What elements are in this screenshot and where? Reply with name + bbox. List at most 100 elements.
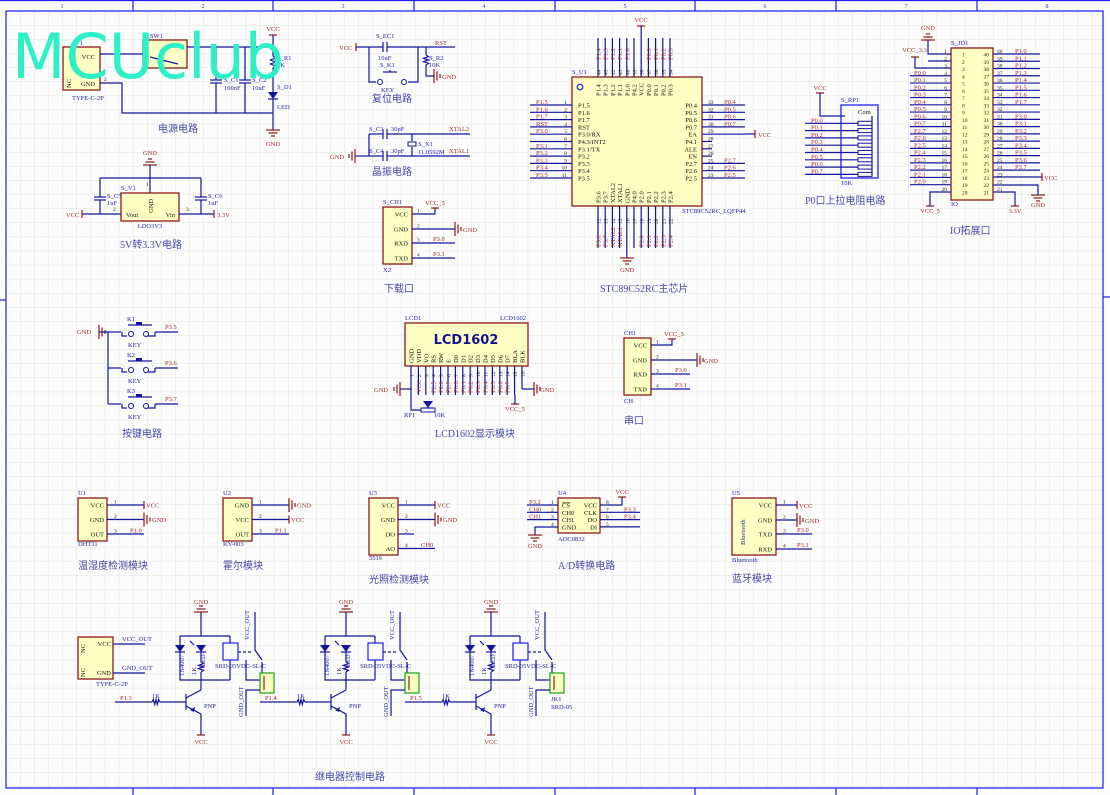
pin-name: P1.6: [578, 110, 590, 117]
pin-number: 2: [417, 224, 420, 230]
net-label: VCC: [416, 380, 423, 393]
pin-number: 8: [461, 374, 467, 377]
net-label: P1.1: [275, 528, 287, 535]
net-label: P1.1: [1015, 55, 1027, 62]
pin-name: P4.3/INT2: [578, 139, 606, 146]
net-label: P0.4: [724, 99, 736, 106]
led-label: LED: [490, 654, 497, 667]
resistor-icon: [151, 697, 161, 707]
flyback-diode-icon: [320, 645, 330, 652]
resistor-icon: [857, 164, 873, 170]
pin-number: 7: [606, 507, 609, 513]
net-label: P0.6: [914, 113, 926, 120]
pin-number: 15: [962, 154, 968, 160]
relay-part-label: SRD-05VDC-SL-C: [215, 663, 266, 670]
net-label: P2.7: [724, 157, 736, 164]
pin-name: BLA: [512, 350, 519, 363]
pin-name: DO: [588, 517, 598, 524]
net-label: P2.5: [431, 381, 438, 393]
net-label: P2.2: [653, 235, 660, 247]
pnp-arrow-icon: [190, 707, 195, 712]
net-label: P3.6: [165, 360, 177, 367]
pin-number: 4: [656, 384, 659, 390]
pin-number: 23: [984, 176, 990, 182]
resistor-icon: [857, 142, 873, 148]
label: KEY: [128, 378, 142, 385]
net-label: P1.0: [130, 528, 142, 535]
label: RP1: [404, 412, 415, 419]
pin-name: TXD: [395, 256, 409, 263]
pin-number: 20: [654, 218, 660, 224]
pin-number: 3: [259, 529, 262, 535]
resistor-icon: [441, 697, 451, 707]
net-label: P3.2: [536, 150, 548, 157]
gnd-port: GND: [540, 387, 554, 394]
pin-name: D2: [468, 355, 475, 363]
pin-number: 18: [962, 176, 968, 182]
vcc-port: VCC: [291, 517, 304, 524]
ldo-part: LDO3V3: [138, 223, 163, 230]
pin-number: 1: [564, 100, 567, 106]
label: P3.0: [675, 367, 687, 374]
pin-name: E: [446, 359, 453, 363]
label: U1: [78, 490, 86, 497]
pin-number: 40: [984, 53, 990, 59]
wire: [929, 191, 951, 206]
net-label: P0.1: [811, 125, 823, 132]
j1-ref: 1: [80, 40, 83, 47]
download-port-x2-body: [382, 206, 413, 265]
net-label: RST: [536, 121, 548, 128]
pin-number: 38: [640, 69, 646, 75]
relay-terminal-block: [549, 672, 565, 694]
net-label: P1.7: [1015, 99, 1027, 106]
pin-number: 14: [506, 371, 512, 377]
pin-number: 1: [259, 500, 262, 506]
net-label: P1.0: [624, 48, 631, 60]
transistor-icon: [330, 689, 347, 699]
net-label: P0.5: [811, 154, 823, 161]
pin-number: 9: [564, 158, 567, 164]
pin-number: 10: [476, 371, 482, 377]
vcc-port: VCC: [615, 489, 628, 496]
pin-number: 37: [997, 71, 1003, 77]
pin-number: 12: [942, 129, 948, 135]
pin-name: XTAL2: [610, 183, 617, 203]
resistor-icon: [341, 661, 351, 673]
resistor-icon: [857, 157, 873, 163]
net-label: P1.6: [1015, 92, 1027, 99]
pin-number: 30: [708, 122, 714, 128]
net-label: P0.1: [653, 48, 660, 60]
ruler-column-number: 7: [905, 4, 908, 10]
pin-name: GND: [758, 518, 772, 525]
label: Com: [858, 109, 871, 116]
section-title-reset: 复位电路: [372, 92, 412, 105]
net-label: P2.3: [660, 235, 667, 247]
push-button-icon: [136, 358, 142, 361]
pin-number: 19: [962, 183, 968, 189]
net-label: P3.5: [536, 172, 548, 179]
pin-number: 1: [551, 500, 554, 506]
pin-number: 28: [997, 136, 1003, 142]
pin-number: 3: [417, 238, 420, 244]
pnp-arrow-icon: [480, 707, 485, 712]
pin-number: 34: [669, 69, 675, 75]
push-button-icon: [128, 403, 134, 409]
label: 10K: [434, 412, 446, 419]
vcc-port: VCC: [66, 212, 79, 219]
wire: [390, 660, 405, 681]
label: S_V1: [121, 185, 136, 192]
pin-number: 2: [259, 514, 262, 520]
net-label: P2.1: [914, 171, 926, 178]
usb-c-connector-j1: [62, 46, 101, 91]
bluetooth-body-label: Bluetooth: [740, 519, 747, 545]
gnd-port: GND: [339, 599, 353, 606]
pin-name: GND: [394, 227, 408, 234]
pin-number: 13: [604, 218, 610, 224]
label: 1K: [152, 693, 160, 700]
ruler-column-number: 6: [764, 4, 767, 10]
pin-name: RST: [578, 124, 590, 131]
vcc-out-label: VCC_OUT: [534, 610, 541, 640]
wire: [535, 689, 550, 716]
wire: [410, 389, 421, 411]
pin-number: 8: [564, 151, 567, 157]
